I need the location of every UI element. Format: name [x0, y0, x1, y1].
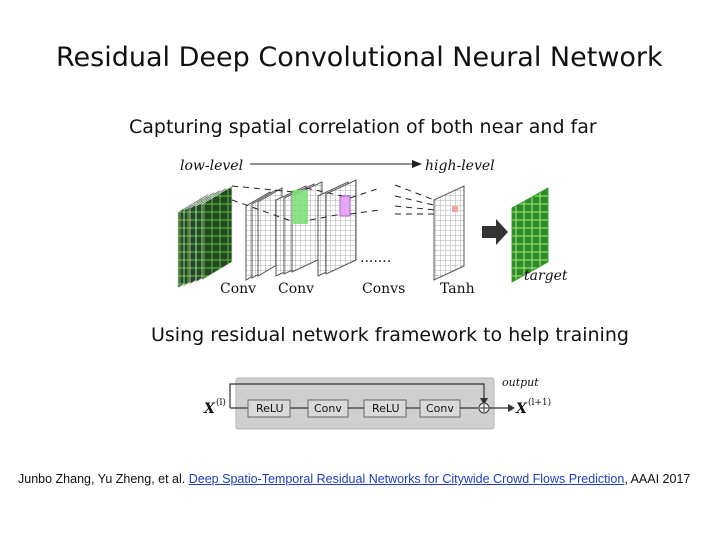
residual-output-caption: output	[502, 376, 539, 389]
ellipsis-label: .......	[360, 250, 391, 266]
residual-block-conv-1: Conv	[314, 402, 342, 415]
output-arrow	[482, 219, 508, 245]
residual-input-sup: (l)	[216, 397, 226, 408]
residual-subtitle: Using residual network framework to help…	[151, 324, 629, 346]
residual-output-sup: (l+1)	[528, 397, 551, 408]
citation-paper-link[interactable]: Deep Spatio-Temporal Residual Networks f…	[188, 472, 625, 486]
residual-block-conv-2: Conv	[426, 402, 454, 415]
layer-label-conv-2: Conv	[278, 281, 314, 297]
residual-input-label: X	[203, 401, 216, 417]
cnn-subtitle: Capturing spatial correlation of both ne…	[129, 116, 597, 138]
residual-block-relu-2: ReLU	[372, 402, 400, 415]
convs-layer	[317, 179, 357, 277]
high-level-label: high-level	[425, 158, 495, 174]
citation: Junbo Zhang, Yu Zheng, et al. Deep Spati…	[18, 472, 690, 486]
tanh-layer	[433, 185, 465, 281]
input-map-stack	[177, 185, 233, 289]
residual-unit-diagram: X (l) ReLU Conv ReLU Conv output X (l+1)	[203, 376, 551, 430]
conv-layer-2	[275, 181, 323, 277]
layer-label-convs: Convs	[362, 281, 405, 297]
layer-label-conv-1: Conv	[220, 281, 256, 297]
level-arrow-head	[412, 160, 422, 168]
layer-label-tanh: Tanh	[440, 281, 475, 297]
target-map	[511, 187, 549, 283]
residual-output-label: X	[515, 401, 528, 417]
low-level-label: low-level	[180, 158, 243, 174]
target-label: target	[524, 268, 568, 284]
citation-authors: Junbo Zhang, Yu Zheng, et al.	[18, 472, 186, 486]
citation-venue: , AAAI 2017	[624, 472, 691, 486]
slide-title: Residual Deep Convolutional Neural Netwo…	[56, 42, 663, 73]
residual-block-relu-1: ReLU	[256, 402, 284, 415]
